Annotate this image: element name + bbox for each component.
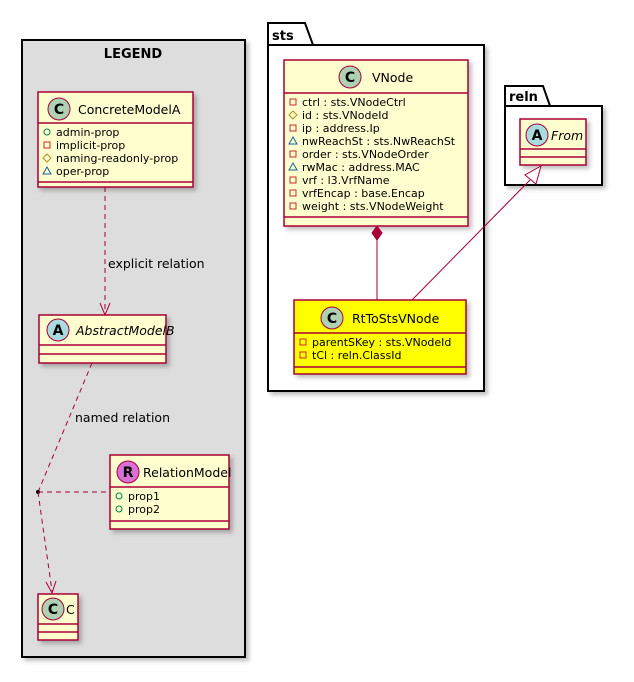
abstract-badge-icon: A [46, 318, 70, 342]
public-visibility-icon [43, 128, 51, 136]
class-badge-icon: C [47, 97, 71, 121]
public-visibility-icon [115, 505, 123, 513]
class-badge-icon: C [338, 65, 362, 89]
class-name: AbstractModelB [75, 323, 175, 338]
attribute-text: ctrl : sts.VNodeCtrl [302, 96, 406, 109]
package-name: sts [272, 29, 294, 44]
generalization-arrow [411, 164, 542, 301]
attribute-text: id : sts.VNodeId [302, 109, 388, 122]
package-visibility-icon [288, 161, 298, 171]
attribute-text: prop2 [128, 503, 160, 516]
attribute-text: weight : sts.VNodeWeight [302, 200, 444, 213]
attribute-text: order : sts.VNodeOrder [302, 148, 429, 161]
attribute-text: ip : address.Ip [302, 122, 380, 135]
attribute-text: prop1 [128, 490, 160, 503]
explicit-relation-label: explicit relation [108, 256, 205, 271]
class-badge-icon: C [320, 306, 344, 330]
attribute-text: tCl : reln.ClassId [312, 349, 402, 362]
protected-visibility-icon [288, 110, 298, 120]
legend-title: LEGEND [104, 47, 163, 62]
private-visibility-icon [299, 338, 307, 346]
named-relation-label: named relation [75, 410, 170, 425]
class-concrete-model-a[interactable]: C ConcreteModelA admin-propimplicit-prop… [37, 91, 194, 188]
package-name: reln [509, 90, 538, 105]
class-name: C [66, 602, 75, 617]
protected-visibility-icon [42, 153, 52, 163]
attribute-list: admin-propimplicit-propnaming-readonly-p… [42, 126, 178, 178]
attribute-text: naming-readonly-prop [56, 152, 178, 165]
abstract-badge-icon: A [525, 123, 549, 147]
private-visibility-icon [289, 98, 297, 106]
class-name: From [551, 128, 583, 143]
class-rt-to-sts-vnode[interactable]: C RtToStsVNode parentSKey : sts.VNodeIdt… [293, 299, 467, 375]
class-name: RtToStsVNode [352, 311, 440, 326]
svg-text:C: C [327, 311, 337, 327]
class-badge-icon: C [41, 597, 65, 621]
composition-connector [371, 225, 383, 300]
private-visibility-icon [43, 141, 51, 149]
svg-text:C: C [345, 70, 355, 86]
package-visibility-icon [288, 135, 298, 145]
class-name: ConcreteModelA [78, 102, 181, 117]
private-visibility-icon [289, 202, 297, 210]
attribute-text: nwReachSt : sts.NwReachSt [302, 135, 456, 148]
attribute-text: vrfEncap : base.Encap [302, 187, 425, 200]
svg-text:R: R [123, 465, 134, 481]
attribute-text: parentSKey : sts.VNodeId [312, 336, 451, 349]
relation-badge-icon: R [116, 460, 140, 484]
class-c[interactable]: C C [37, 593, 79, 641]
class-from[interactable]: A From [519, 118, 587, 166]
class-name: VNode [372, 70, 413, 85]
named-relation-line [36, 362, 108, 595]
private-visibility-icon [289, 150, 297, 158]
attribute-text: oper-prop [56, 165, 109, 178]
private-visibility-icon [289, 124, 297, 132]
class-name: RelationModel [143, 465, 231, 480]
private-visibility-icon [289, 189, 297, 197]
attribute-text: admin-prop [56, 126, 119, 139]
class-abstract-model-b[interactable]: A AbstractModelB [38, 314, 175, 364]
svg-text:A: A [53, 323, 64, 339]
svg-text:C: C [54, 102, 64, 118]
attribute-text: vrf : l3.VrfName [302, 174, 390, 187]
private-visibility-icon [299, 351, 307, 359]
attribute-text: rwMac : address.MAC [302, 161, 420, 174]
svg-text:A: A [532, 128, 543, 144]
svg-text:C: C [48, 602, 58, 618]
package-visibility-icon [42, 165, 52, 175]
private-visibility-icon [289, 176, 297, 184]
attribute-text: implicit-prop [56, 139, 125, 152]
public-visibility-icon [115, 492, 123, 500]
